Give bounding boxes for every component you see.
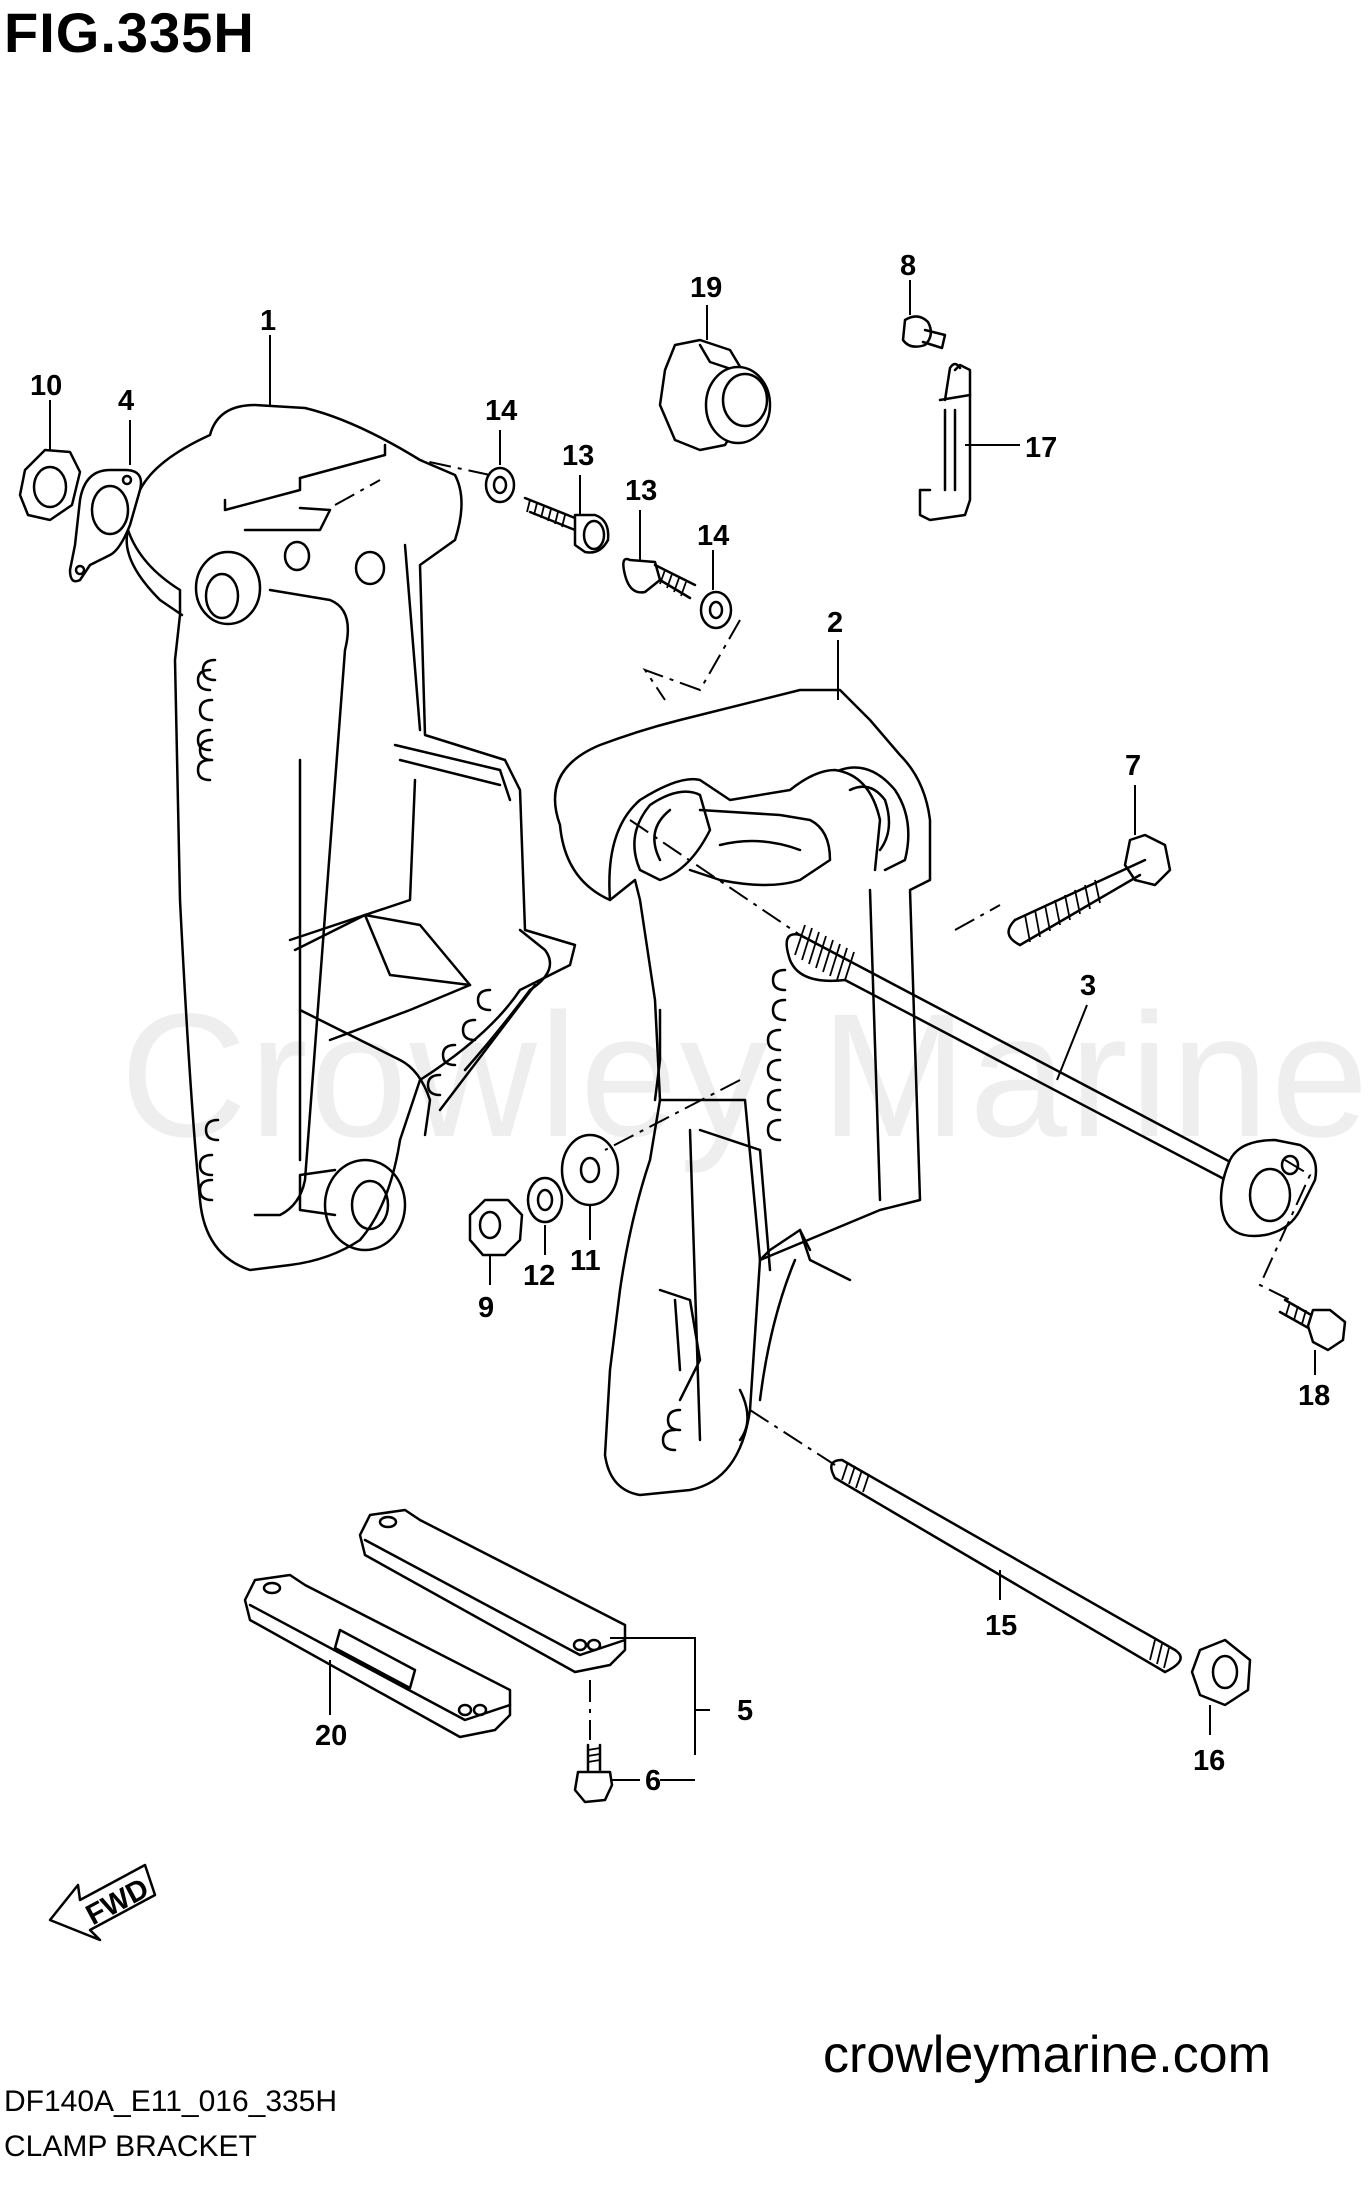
label-part-9: 9 <box>478 1292 494 1324</box>
figure-caption: CLAMP BRACKET <box>4 2130 257 2163</box>
pad-20-drawing <box>243 1573 512 1739</box>
bolt-8-drawing <box>901 315 947 350</box>
label-part-15: 15 <box>985 1610 1017 1642</box>
label-part-14a: 14 <box>485 395 517 427</box>
label-part-12: 12 <box>523 1260 555 1292</box>
label-part-13b: 13 <box>625 475 657 507</box>
label-part-6: 6 <box>645 1765 661 1797</box>
label-part-5: 5 <box>737 1695 753 1727</box>
label-part-3: 3 <box>1080 970 1096 1002</box>
label-part-13a: 13 <box>562 440 594 472</box>
label-part-11: 11 <box>570 1245 601 1277</box>
label-part-14b: 14 <box>697 520 729 552</box>
bolt-7-drawing <box>1007 833 1172 947</box>
plug-19-drawing <box>658 338 772 452</box>
website-label: crowleymarine.com <box>823 2026 1271 2084</box>
label-part-8: 8 <box>900 250 916 282</box>
label-part-2: 2 <box>827 607 843 639</box>
label-part-20: 20 <box>315 1720 347 1752</box>
bolt-18-drawing <box>1278 1298 1347 1352</box>
leader-lines <box>49 280 1316 1781</box>
washer-14-top-drawing <box>484 466 516 504</box>
label-part-1: 1 <box>260 305 276 337</box>
fwd-arrow-icon: FWD <box>48 1863 157 1942</box>
clip-17-drawing <box>918 362 972 522</box>
washer-11-drawing <box>560 1133 620 1207</box>
label-part-16: 16 <box>1193 1745 1225 1777</box>
figure-code: DF140A_E11_016_335H <box>4 2085 338 2118</box>
bolt-13-bottom-drawing <box>622 557 697 600</box>
label-part-18: 18 <box>1298 1380 1330 1412</box>
clamp-bracket-left-drawing <box>125 403 577 1272</box>
label-part-4: 4 <box>118 385 134 417</box>
nut-16-drawing <box>1190 1638 1252 1707</box>
nut-10-drawing <box>18 448 82 522</box>
label-part-19: 19 <box>690 272 722 304</box>
washer-12-drawing <box>526 1176 564 1224</box>
bolt-13-top-drawing <box>523 496 610 554</box>
clamp-bracket-right-drawing <box>553 688 932 1497</box>
part-labels: 1 2 3 4 5 6 7 8 9 10 11 12 13 13 14 14 1… <box>30 250 1330 1797</box>
washer-14-bottom-drawing <box>699 590 733 630</box>
label-part-10: 10 <box>30 370 62 402</box>
nut-9-drawing <box>468 1198 524 1257</box>
tilt-tube-drawing <box>785 924 1318 1238</box>
watermark: Crowley Marine <box>120 978 1369 1174</box>
bolt-6-drawing <box>573 1743 614 1804</box>
label-part-17: 17 <box>1025 432 1057 464</box>
label-part-7: 7 <box>1125 750 1141 782</box>
plate-4-drawing <box>68 468 143 583</box>
figure-title: FIG.335H <box>4 1 255 64</box>
